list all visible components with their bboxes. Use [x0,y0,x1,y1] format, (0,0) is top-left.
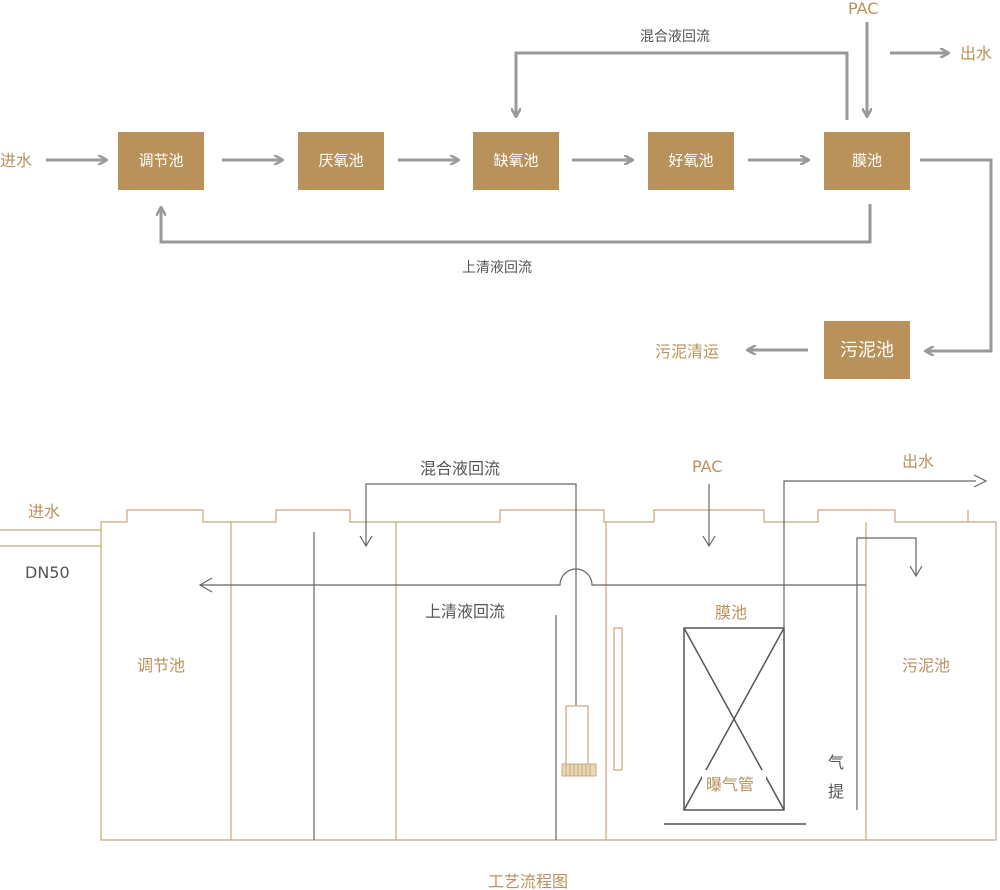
aeration-pipe-label: 曝气管 [706,775,754,794]
inlet-label-bottom: 进水 [28,502,60,521]
anoxic-box: 缺氧池 [473,132,559,190]
pac-label: PAC [848,0,878,18]
inlet-label: 进水 [0,151,32,170]
svg-text:好氧池: 好氧池 [668,152,713,170]
tank-outline [100,509,997,841]
airlift-label-2: 提 [828,782,844,801]
svg-text:厌氧池: 厌氧池 [318,152,363,170]
arrow-head [973,474,988,488]
aerobic-box: 好氧池 [648,132,734,190]
pump-body [565,705,589,767]
svg-text:缺氧池: 缺氧池 [493,152,538,170]
pump-base [561,763,597,777]
mixed-return-arrow [516,51,849,120]
anaerobic-box: 厌氧池 [298,132,384,190]
mixed-return-pipe [365,483,577,705]
diagram-caption: 工艺流程图 [488,872,568,890]
arrow-head [198,577,213,593]
mixed-return-label-bottom: 混合液回流 [420,459,500,478]
arrow-head [909,565,923,578]
membrane-module [683,627,785,811]
membrane-tank-label: 膜池 [715,603,747,622]
inlet-size-label: DN50 [25,563,70,582]
dosing-slot [613,627,623,771]
sludge-tank-label: 污泥池 [902,656,950,675]
sludge-transfer-arrow [920,158,993,351]
supernatant-return-arrow [161,204,872,244]
arrow-head [702,535,716,548]
pac-label-bottom: PAC [692,457,722,476]
airlift-pipe [856,537,917,810]
svg-text:污泥池: 污泥池 [840,340,894,361]
mixed-return-label: 混合液回流 [640,29,710,45]
membrane-box: 膜池 [824,132,910,190]
regulating-box: 调节池 [118,132,204,190]
sludge-disposal-label: 污泥清运 [655,342,719,361]
airlift-label-1: 气 [828,753,844,772]
svg-text:调节池: 调节池 [138,152,183,170]
supernatant-return-label-bottom: 上清液回流 [425,602,505,621]
membrane-cross [683,627,785,811]
pump-grill [565,764,591,776]
sludge-box: 污泥池 [824,321,910,379]
outlet-label: 出水 [960,44,992,63]
svg-text:膜池: 膜池 [852,152,882,170]
regulating-tank-label: 调节池 [137,656,185,675]
arrow-head [359,535,373,548]
aeration-label-bg [702,770,766,798]
supernatant-return-pipe [200,568,866,586]
outlet-label-bottom: 出水 [902,452,934,471]
supernatant-return-label: 上清液回流 [462,260,532,276]
outlet-pipe [783,480,976,628]
